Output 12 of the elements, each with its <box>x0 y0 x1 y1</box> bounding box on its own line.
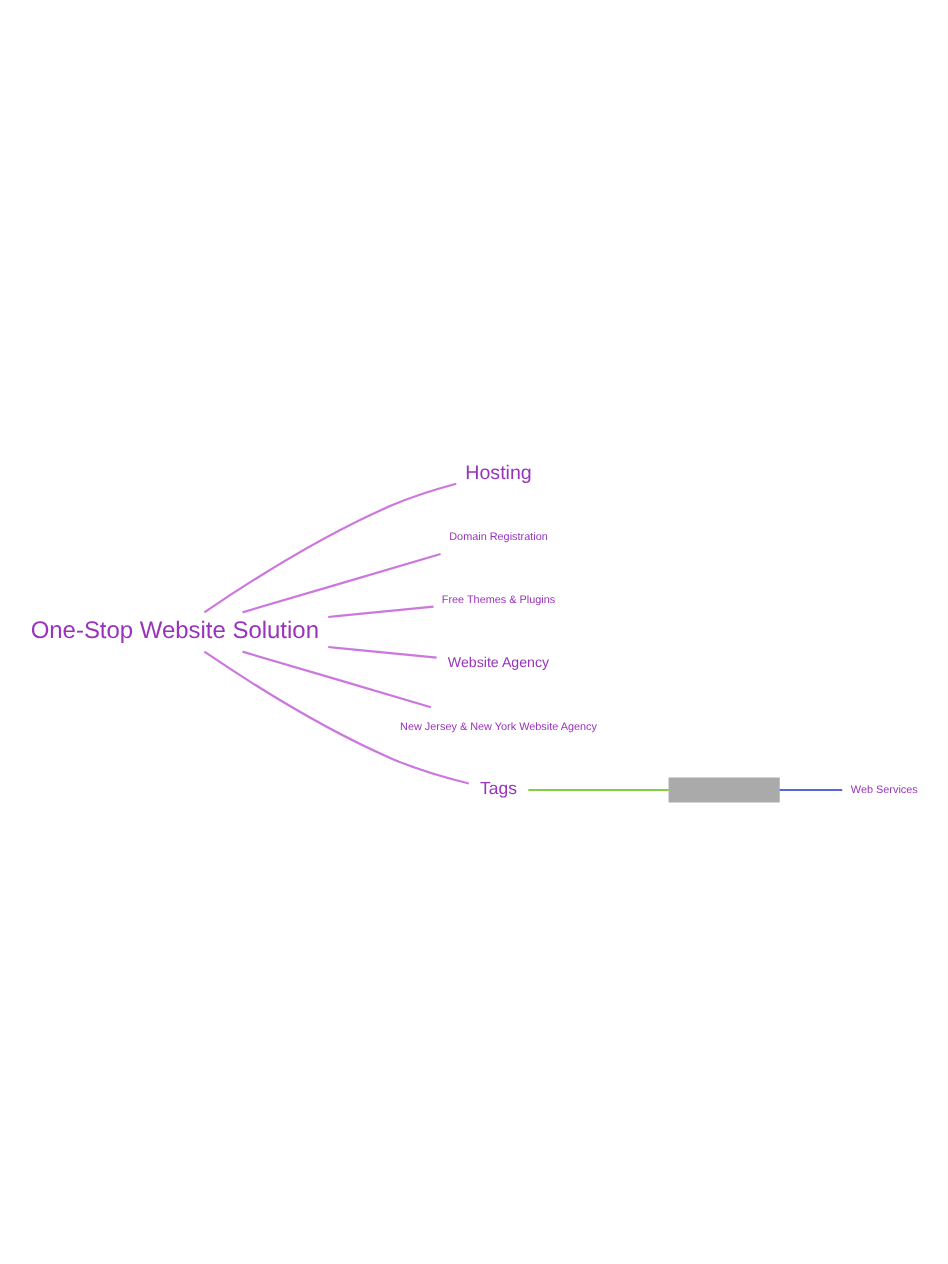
connector <box>528 788 669 792</box>
node-text: Hosting <box>465 462 532 485</box>
connector <box>328 605 434 619</box>
connector <box>328 645 437 659</box>
connector <box>203 650 470 785</box>
connector <box>242 552 441 614</box>
node-text: Tags <box>480 778 517 799</box>
connector <box>242 650 432 709</box>
connector <box>203 482 457 614</box>
connector <box>779 788 843 792</box>
node-text: One-Stop Website Solution <box>30 616 319 645</box>
node-box <box>668 777 780 803</box>
